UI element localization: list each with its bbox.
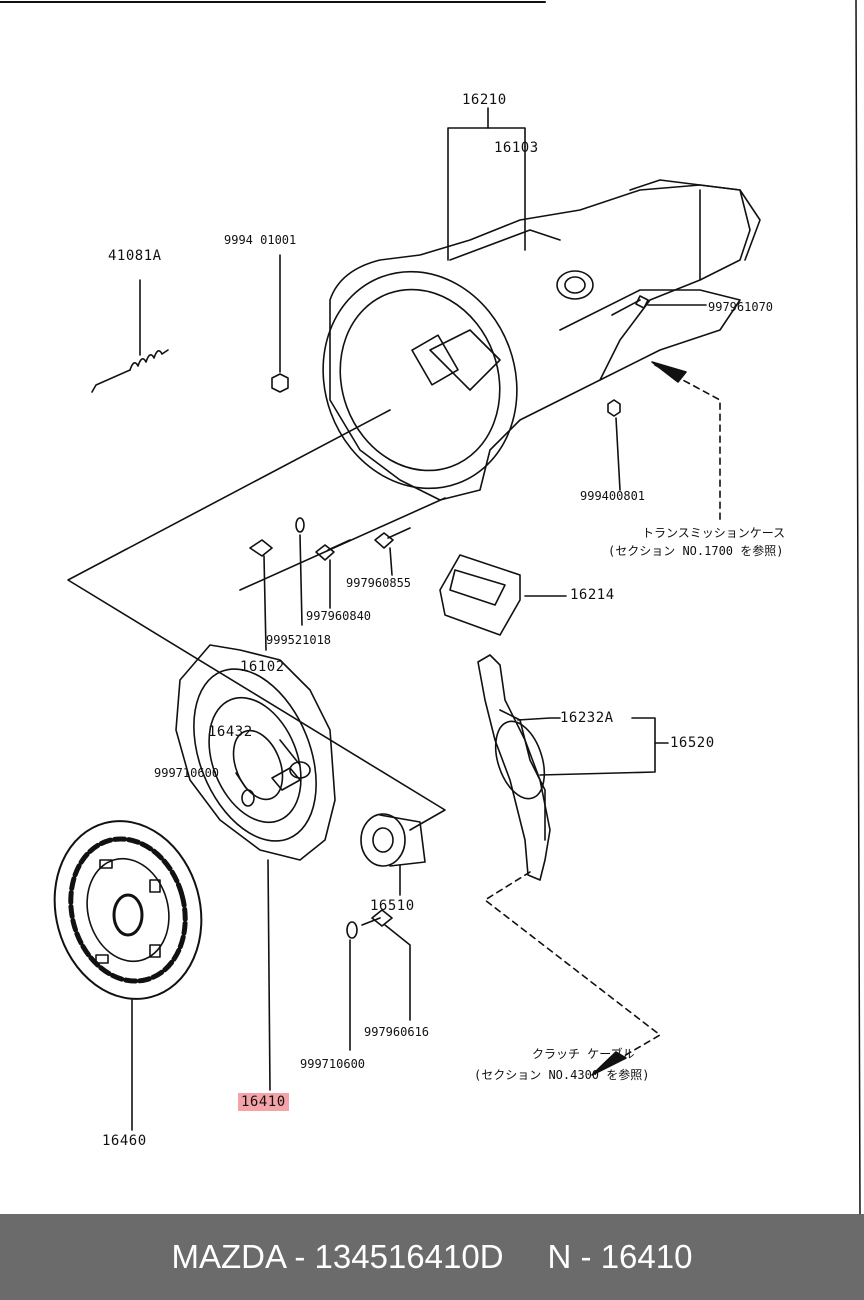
label-997960840: 997960840 [306, 609, 372, 623]
clutch-disc-16460 [53, 820, 203, 1131]
spring-41081A [91, 279, 169, 393]
label-16410-highlighted: 16410 [238, 1093, 289, 1111]
pressure-plate-16410 [175, 644, 336, 1091]
label-16460: 16460 [102, 1133, 147, 1149]
nut-999401001 [271, 254, 289, 393]
label-999400801: 999400801 [580, 489, 646, 503]
release-bearing-16510 [360, 813, 426, 896]
note-transmission-case: トランスミッションケース [642, 526, 786, 540]
bolts-997960855-997960840 [315, 527, 411, 609]
label-997960855: 997960855 [346, 576, 412, 590]
boot-16214 [439, 554, 567, 636]
label-16214: 16214 [570, 587, 615, 603]
release-fork-16520 [477, 654, 669, 881]
label-997960616: 997960616 [364, 1025, 430, 1039]
bolt-997961070 [611, 295, 707, 316]
nut-999400801 [607, 399, 621, 491]
label-41081A: 41081A [108, 248, 162, 264]
label-16103: 16103 [494, 140, 539, 156]
label-997961070: 997961070 [708, 300, 774, 314]
note-clutch-cable: クラッチ ケーブル [532, 1047, 635, 1061]
label-999401001: 9994 01001 [224, 233, 297, 247]
part-footer-bar: MAZDA - 134516410D N - 16410 [0, 1214, 864, 1300]
label-16432: 16432 [208, 724, 253, 740]
note-transmission-case-ref: (セクション NO.1700 を参照) [608, 544, 784, 558]
label-16232A: 16232A [560, 710, 614, 726]
label-16210: 16210 [462, 92, 507, 108]
switch-16102 [249, 517, 305, 651]
note-clutch-cable-ref: (セクション NO.4300 を参照) [474, 1068, 650, 1082]
footer-part-ref: N - 16410 [547, 1238, 693, 1275]
transmission-case [322, 179, 761, 501]
bolt-997960616 [346, 909, 411, 1051]
footer-brand-part-number: MAZDA - 134516410D [171, 1238, 504, 1275]
label-999710600-bolt: 999710600 [300, 1057, 366, 1071]
label-999521018: 999521018 [266, 633, 332, 647]
label-16102: 16102 [240, 659, 285, 675]
label-16510: 16510 [370, 898, 415, 914]
label-16520: 16520 [670, 735, 715, 751]
clutch-transmission-exploded-diagram [0, 0, 861, 1214]
label-999710600-washer: 999710600 [154, 766, 220, 780]
